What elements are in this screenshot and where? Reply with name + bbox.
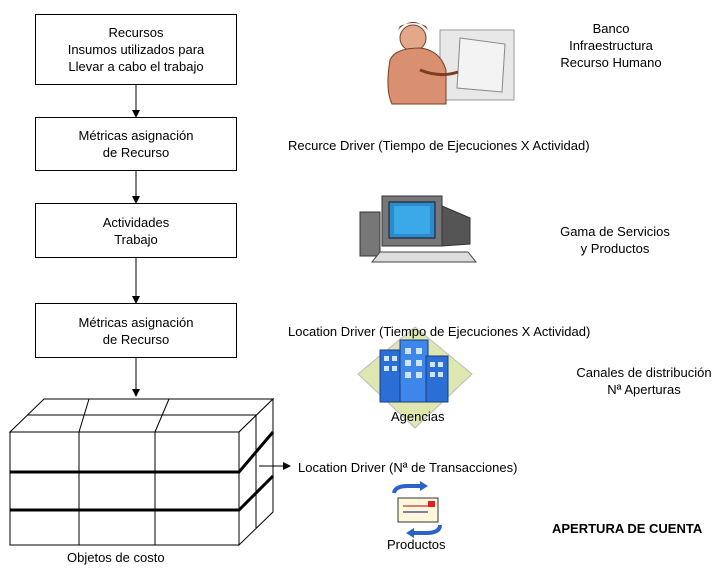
banco-line1: Banco (592, 21, 630, 36)
actividades-line2: Trabajo (114, 231, 158, 247)
gama-line2: y Productos (580, 241, 650, 256)
metricas-1-line1: Métricas asignación (78, 128, 194, 143)
recursos-line2: Insumos utilizados para (67, 42, 205, 57)
recurce-driver-label: Recurce Driver (Tiempo de Ejecuciones X … (288, 138, 590, 153)
metricas-box-1: Métricas asignación de Recurso (35, 117, 237, 171)
metricas-2-line2: de Recurso (102, 331, 170, 347)
desktop-computer-icon (359, 195, 478, 263)
office-buildings-icon (357, 326, 473, 429)
person-at-computer-icon (387, 22, 515, 105)
metricas-1-line2: de Recurso (102, 145, 170, 160)
location-driver-label-2: Location Driver (Nª de Transacciones) (298, 460, 518, 475)
gama-label: Gama de Servicios y Productos (540, 223, 690, 257)
gama-line1: Gama de Servicios (560, 224, 670, 239)
metricas-2-line1: Métricas asignación (78, 314, 194, 330)
cube-label: Objetos de costo (67, 550, 165, 565)
apertura-label: APERTURA DE CUENTA (552, 521, 703, 536)
banco-line2: Infraestructura (569, 38, 653, 53)
mail-envelope-icon (392, 481, 442, 538)
actividades-line1: Actividades (102, 214, 170, 230)
canales-label: Canales de distribución Nª Aperturas (560, 364, 728, 398)
canales-line1: Canales de distribución (576, 365, 712, 380)
recursos-box: Recursos Insumos utilizados para Llevar … (35, 14, 237, 85)
canales-line2: Nª Aperturas (607, 382, 681, 397)
productos-label: Productos (387, 537, 446, 552)
cost-objects-cube (8, 397, 275, 547)
actividades-box: Actividades Trabajo (35, 203, 237, 258)
recursos-line3: Llevar a cabo el trabajo (68, 59, 204, 74)
location-driver-label-1: Location Driver (Tiempo de Ejecuciones X… (288, 324, 591, 339)
banco-label: Banco Infraestructura Recurso Humano (536, 20, 686, 71)
banco-line3: Recurso Humano (560, 55, 662, 70)
agencias-label: Agencias (391, 409, 445, 424)
metricas-box-2: Métricas asignación de Recurso (35, 303, 237, 358)
recursos-title: Recursos (108, 25, 164, 40)
